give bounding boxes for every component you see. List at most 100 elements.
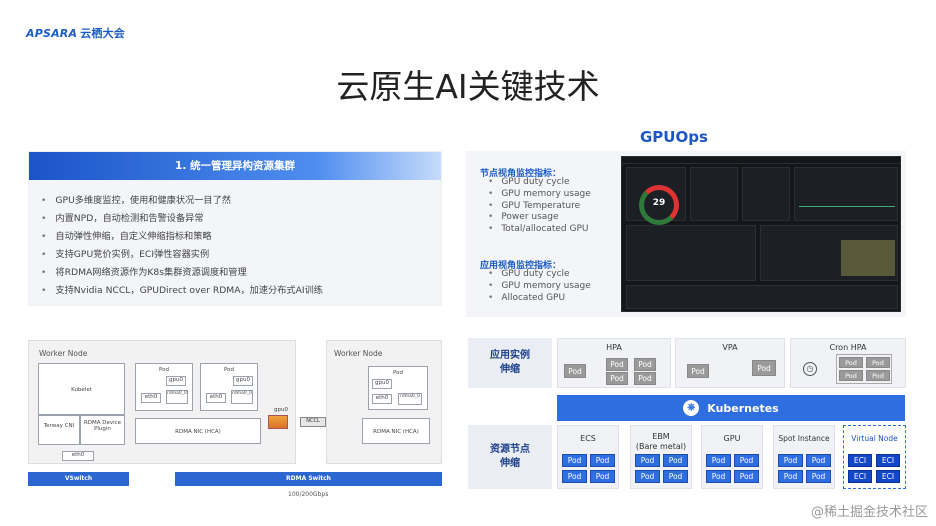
pod-chip: Pod [839,370,863,381]
gauge-panel: 29 [626,167,686,225]
metrics-panel: 节点视角监控指标： GPU duty cycle GPU memory usag… [466,151,616,317]
gpu-box: gpu0 [372,379,392,389]
pod-chip: Pod [706,470,731,483]
pod-chip: Pod [778,470,803,483]
pod-chip: Pod [706,454,731,467]
terway-box: Terway CNI [38,415,80,445]
kubelet-box: Kubelet [38,363,125,415]
list-item: 将RDMA网络资源作为K8s集群资源调度和管理 [41,264,323,282]
worker-node-label: Worker Node [334,349,383,358]
list-item: GPU memory usage [488,189,590,201]
app-scaling-label: 应用实例 伸缩 [468,338,552,388]
bandwidth-label: 100/200Gbps [288,491,329,498]
gauge-ring [639,185,679,225]
list-item: Allocated GPU [488,293,591,305]
dashboard-panel [690,167,738,221]
rdma-box: rdma0_0 [398,393,422,405]
list-item: GPU Temperature [488,201,591,213]
clock-icon: ◷ [803,362,817,376]
gpu-label: gpu0 [274,407,288,413]
pod-label: Pod [393,370,403,376]
pod-chip: Pod [635,470,660,483]
pod-chip: Pod [806,470,831,483]
pod-chip: Pod [663,454,688,467]
rdma-box: rdma0_0 [166,390,188,404]
pod-chip: Pod [635,454,660,467]
eth-box: eth0 [141,393,161,403]
node-metrics-heading: 节点视角监控指标： [480,169,562,179]
kubernetes-icon: ⎈ [683,400,700,416]
ebm-title: EBM (Bare metal) [635,432,687,451]
node-metrics-list: GPU duty cycle GPU memory usage GPU Temp… [488,177,591,236]
eth-box: eth0 [62,451,94,461]
pod-chip: Pod [806,454,831,467]
pod-chip: Pod [606,372,628,385]
pod-chip: Pod [562,470,587,483]
gpu-title: GPU [723,434,741,443]
list-item: GPU memory usage [488,281,590,293]
gpu-card-icon [268,415,288,429]
pod-label: Pod [224,367,234,373]
list-item: 支持Nvidia NCCL，GPUDirect over RDMA，加速分布式A… [41,282,323,300]
pod-chip: Pod [564,364,586,378]
kubernetes-label: Kubernetes [707,401,779,415]
hpa-title: HPA [606,343,622,352]
worker-node-label: Worker Node [39,349,88,358]
rdma-plugin-box: RDMA Device Plugin [80,415,125,445]
rdma-nic-box: RDMA NIC (HCA) [362,418,430,444]
virtual-node-title: Virtual Node [851,434,898,443]
pod-chip: Pod [634,358,656,371]
pod-group [836,354,892,384]
vswitch-bar: VSwitch [28,472,129,486]
rdma-switch-bar: RDMA Switch [175,472,442,486]
gpu-box: gpu0 [233,376,253,386]
pod-label: Pod [159,367,169,373]
pod-chip: Pod [734,454,759,467]
eci-chip: ECI [876,454,900,467]
section-panel: 1. 统一管理异构资源集群 GPU多维度监控，使用和健康状况一目了然 内置NPD… [28,151,442,306]
dashboard-panel [626,285,898,309]
eci-chip: ECI [848,454,872,467]
app-metrics-heading: 应用视角监控指标： [480,261,562,271]
vpa-title: VPA [722,343,738,352]
rdma-nic-box: RDMA NIC (HCA) [135,418,261,444]
pod-chip: Pod [734,470,759,483]
pod-chip: Pod [590,470,615,483]
page-title: 云原生AI关键技术 [336,67,600,106]
feature-list: GPU多维度监控，使用和健康状况一目了然 内置NPD，自动检测和告警设备异常 自… [41,192,323,300]
kubernetes-bar: ⎈ Kubernetes [557,395,905,421]
ecs-title: ECS [580,434,596,443]
list-item: Total/allocated GPU [488,224,591,236]
monitoring-dashboard: 29 [616,151,906,317]
dashboard-panel [626,225,756,281]
pod-chip: Pod [590,454,615,467]
pod-chip: Pod [606,358,628,371]
nccl-badge: NCCL [300,417,326,427]
dashboard-panel [760,225,898,281]
pod-chip: Pod [663,470,688,483]
list-item: GPU duty cycle [488,269,591,281]
pod-chip: Pod [778,454,803,467]
gpuops-title: GPUOps [640,128,708,146]
dashboard-panel [742,167,790,221]
pod-chip: Pod [866,357,890,368]
eth-box: eth0 [206,393,226,403]
pod-chip: Pod [562,454,587,467]
pod-chip: Pod [687,364,709,378]
list-item: GPU duty cycle [488,177,591,189]
pod-chip: Pod [839,357,863,368]
list-item: Power usage [488,212,591,224]
list-item: 支持GPU竞价实例，ECI弹性容器实例 [41,246,323,264]
dashboard-screenshot: 29 [621,156,901,312]
cron-hpa-title: Cron HPA [829,343,867,352]
list-item: GPU多维度监控，使用和健康状况一目了然 [41,192,323,210]
gauge-value: 29 [652,198,666,208]
dashboard-panel [794,167,898,221]
pod-chip: Pod [634,372,656,385]
list-item: 自动弹性伸缩，自定义伸缩指标和策略 [41,228,323,246]
rdma-box: rdma0_0 [231,390,253,404]
eci-chip: ECI [876,470,900,483]
eci-chip: ECI [848,470,872,483]
list-item: 内置NPD，自动检测和告警设备异常 [41,210,323,228]
